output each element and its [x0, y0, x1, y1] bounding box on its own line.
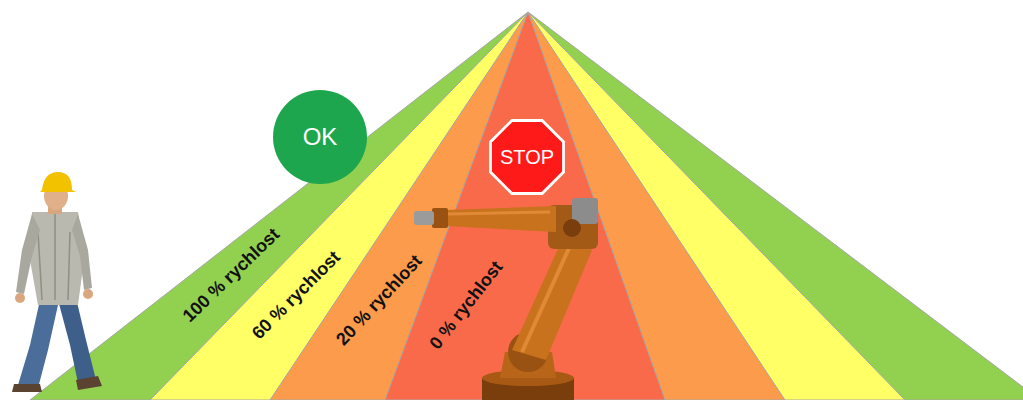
industrial-robot [414, 198, 598, 400]
ok-label: OK [303, 125, 338, 149]
stop-label: STOP [500, 147, 554, 167]
stop-sign: STOP [485, 115, 569, 199]
worker-figure [12, 172, 102, 392]
ok-circle: OK [272, 89, 368, 185]
